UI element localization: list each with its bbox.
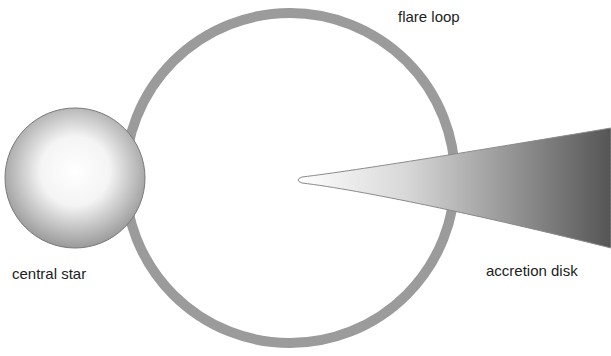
accretion-disk (298, 128, 611, 248)
part-label: central star (12, 265, 86, 283)
part-label: accretion disk (486, 262, 578, 280)
central-star (5, 108, 145, 248)
part-label: flare loop (398, 8, 460, 26)
